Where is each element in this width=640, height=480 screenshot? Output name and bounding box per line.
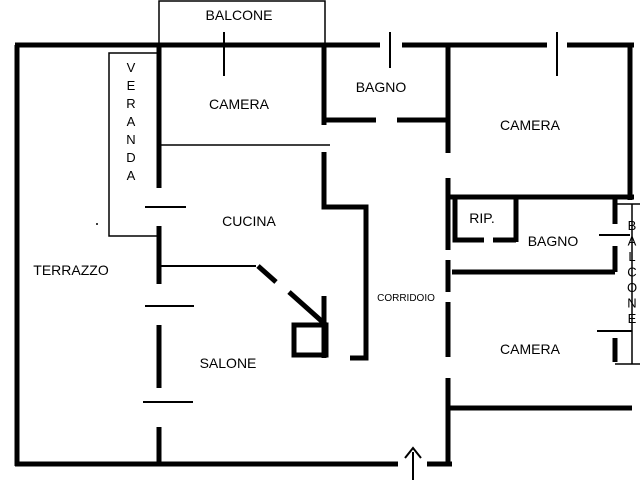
room-label-balcone-top: BALCONE bbox=[206, 7, 273, 23]
entrance-arrow-icon bbox=[404, 446, 422, 480]
camera-top-walls bbox=[160, 45, 448, 146]
vertical-label-letter: B bbox=[628, 218, 637, 233]
room-label-bagno-right: BAGNO bbox=[528, 233, 579, 249]
room-label-rip: RIP. bbox=[469, 210, 494, 226]
room-label-cucina: CUCINA bbox=[222, 213, 276, 229]
right-block-walls bbox=[445, 45, 634, 466]
room-label-camera-right: CAMERA bbox=[500, 117, 561, 133]
room-labels: BALCONE CAMERA BAGNO CAMERA CUCINA TERRA… bbox=[33, 7, 578, 371]
vertical-label-letter: A bbox=[628, 234, 637, 249]
left-interior-wall bbox=[143, 45, 194, 466]
room-label-camera-top: CAMERA bbox=[209, 96, 270, 112]
vertical-label-letter: E bbox=[628, 311, 637, 326]
cucina-walls bbox=[161, 152, 369, 361]
room-label-salone: SALONE bbox=[200, 355, 257, 371]
room-label-bagno-top: BAGNO bbox=[356, 79, 407, 95]
veranda bbox=[96, 52, 157, 237]
vertical-label-letter: V bbox=[127, 60, 136, 75]
vertical-label-letter: A bbox=[127, 168, 136, 183]
vertical-label-letter: N bbox=[126, 132, 135, 147]
vertical-label-letter: D bbox=[126, 150, 135, 165]
windows-top bbox=[389, 32, 558, 76]
room-label-terrazzo: TERRAZZO bbox=[33, 262, 109, 278]
vertical-label-letter: L bbox=[628, 249, 635, 264]
room-label-balcone-right: BALCONE bbox=[627, 218, 637, 326]
vertical-label-letter: N bbox=[627, 296, 636, 311]
balcony-right bbox=[615, 203, 640, 365]
balcony-top bbox=[158, 0, 326, 76]
vertical-label-letter: C bbox=[627, 265, 636, 280]
vertical-label-letter: R bbox=[126, 96, 135, 111]
vertical-label-letter: A bbox=[127, 114, 136, 129]
room-label-camera-bottom: CAMERA bbox=[500, 341, 561, 357]
vertical-label-letter: O bbox=[627, 280, 637, 295]
room-label-corridoio: CORRIDOIO bbox=[377, 293, 435, 304]
vertical-label-letter: E bbox=[127, 78, 136, 93]
